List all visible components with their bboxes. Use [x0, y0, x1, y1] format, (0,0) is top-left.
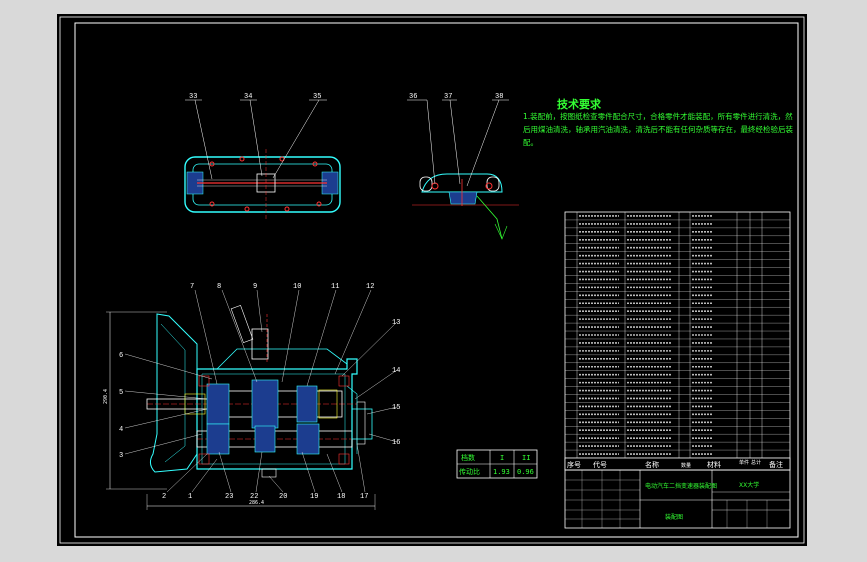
parts-header-no: 序号	[567, 460, 581, 469]
side-section-view: 36 37 38	[407, 93, 519, 240]
label-10: 10	[293, 283, 301, 291]
inner-frame	[74, 22, 799, 538]
label-3: 3	[119, 452, 123, 460]
ratio-value-1: 1.93	[493, 468, 510, 476]
ratio-gear-1: I	[500, 454, 504, 462]
label-16: 16	[392, 439, 400, 447]
top-section-view: 33 34 35	[184, 93, 341, 219]
label-7: 7	[190, 283, 194, 291]
parts-header-weight-total: 总计	[751, 459, 761, 466]
label-33: 33	[189, 93, 197, 101]
parts-header-qty: 数量	[681, 462, 691, 469]
tech-body: 1.装配前，按图纸检查零件配合尺寸，合格零件才能装配，所有零件进行清洗，然后用煤…	[523, 112, 793, 147]
outer-frame	[59, 16, 805, 544]
label-22: 22	[250, 493, 258, 501]
parts-list: 序号 代号 名称 数量 材料 单件 总计 备注	[564, 211, 791, 471]
label-17: 17	[360, 493, 368, 501]
label-5: 5	[119, 389, 123, 397]
label-36: 36	[409, 93, 417, 101]
dim-height: 290.4	[103, 389, 109, 404]
label-12: 12	[366, 283, 374, 291]
ratio-gear-2: II	[522, 454, 530, 462]
label-8: 8	[217, 283, 221, 291]
parts-header-name: 名称	[645, 460, 659, 469]
label-19: 19	[310, 493, 318, 501]
label-15: 15	[392, 404, 400, 412]
tech-requirements: 技术要求 1.装配前，按图纸检查零件配合尺寸，合格零件才能装配，所有零件进行清洗…	[523, 97, 793, 147]
ratio-label-ratio: 传动比	[459, 467, 480, 476]
dim-width: 286.4	[249, 500, 264, 506]
ratio-value-2: 0.96	[517, 468, 534, 476]
parts-header-note: 备注	[769, 460, 783, 469]
parts-header-weight-unit: 单件	[739, 459, 749, 466]
label-1: 1	[188, 493, 192, 501]
label-14: 14	[392, 367, 400, 375]
ratio-label-gear: 档数	[461, 453, 475, 462]
parts-header-material: 材料	[707, 460, 721, 469]
label-20: 20	[279, 493, 287, 501]
label-38: 38	[495, 93, 503, 101]
label-11: 11	[331, 283, 339, 291]
label-9: 9	[253, 283, 257, 291]
title-block: 电动汽车二挡变速器装配图 XX大学 装配图	[564, 469, 791, 529]
label-4: 4	[119, 426, 123, 434]
label-13: 13	[392, 319, 400, 327]
label-18: 18	[337, 493, 345, 501]
label-35: 35	[313, 93, 321, 101]
cad-canvas: 33 34 35 36 37 38 技术要求 1.装配前，按图纸检查零件配合尺寸…	[59, 16, 805, 544]
parts-header-code: 代号	[593, 460, 607, 469]
main-assembly-view: 290.4 286.4	[103, 283, 400, 510]
gear-ratio-table: 档数 I II 传动比 1.93 0.96	[456, 449, 538, 479]
label-23: 23	[225, 493, 233, 501]
label-34: 34	[244, 93, 252, 101]
school-name: XX大学	[739, 481, 759, 489]
tech-title: 技术要求	[557, 97, 602, 111]
drawing-title: 电动汽车二挡变速器装配图	[645, 482, 717, 490]
parts-rows	[565, 215, 790, 459]
label-2: 2	[162, 493, 166, 501]
label-37: 37	[444, 93, 452, 101]
drawing-name: 装配图	[665, 513, 683, 521]
label-6: 6	[119, 352, 123, 360]
drawing-sheet: 33 34 35 36 37 38 技术要求 1.装配前，按图纸检查零件配合尺寸…	[57, 14, 807, 546]
